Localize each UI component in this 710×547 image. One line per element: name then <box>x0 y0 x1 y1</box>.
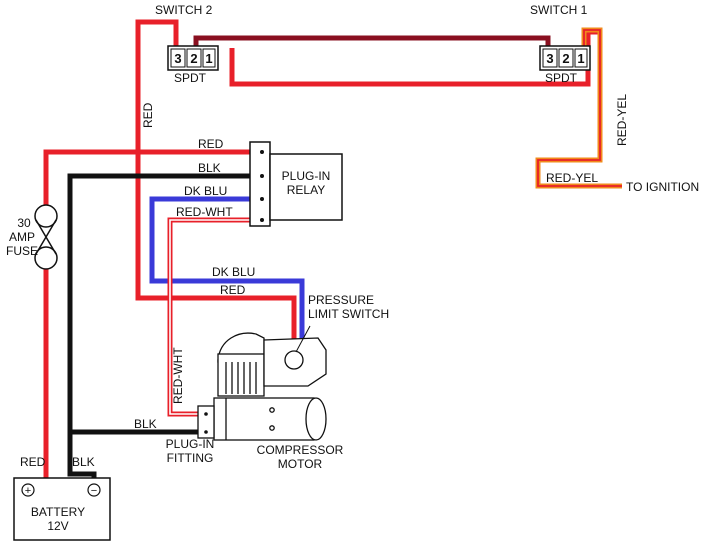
battery-minus-icon: − <box>91 485 97 497</box>
switch-2: 3 2 1 <box>167 45 219 71</box>
fuse-label-line1: 30 <box>17 216 31 230</box>
label-dkblu-compressor: DK BLU <box>212 265 255 279</box>
label-red-relay: RED <box>198 137 224 151</box>
label-red-compressor: RED <box>220 283 246 297</box>
battery-label-line2: 12V <box>47 519 68 533</box>
label-redwht-relay: RED-WHT <box>176 205 233 219</box>
wire-red-switch2-to-compressor <box>135 19 297 340</box>
label-red-switch2: RED <box>141 102 155 128</box>
fuse-label-line3: FUSE <box>6 244 38 258</box>
label-blk-relay: BLK <box>198 161 221 175</box>
switch-1: 3 2 1 <box>539 45 591 71</box>
pressure-switch-label-line1: PRESSURE <box>308 293 374 307</box>
plug-in-relay <box>249 141 343 227</box>
battery-plus-icon: + <box>25 485 31 497</box>
plug-in-fitting <box>197 405 215 439</box>
label-blk-battery: BLK <box>72 455 95 469</box>
wire-red-fuse-to-relay <box>43 149 252 205</box>
switch1-title: SWITCH 1 <box>530 3 588 17</box>
label-redyel-vertical: RED-YEL <box>615 94 629 146</box>
switch1-pin-2: 2 <box>562 51 569 66</box>
label-dkblu-relay: DK BLU <box>184 184 227 198</box>
switch1-type: SPDT <box>545 71 578 85</box>
pressure-switch-leader <box>295 325 311 353</box>
battery-label-line1: BATTERY <box>31 505 85 519</box>
switch1-pin-1: 1 <box>577 51 584 66</box>
switch2-type: SPDT <box>174 71 207 85</box>
switch2-pin-2: 2 <box>190 51 197 66</box>
compressor-motor <box>213 332 327 441</box>
fitting-label-line2: FITTING <box>167 451 214 465</box>
ignition-label: TO IGNITION <box>626 180 699 194</box>
switch2-title: SWITCH 2 <box>155 3 213 17</box>
wire-black-battery-to-relay <box>67 173 252 488</box>
label-redwht-vertical: RED-WHT <box>171 347 185 404</box>
switch2-pin-3: 3 <box>174 51 181 66</box>
switch2-pin-1: 1 <box>205 51 212 66</box>
label-blk-fitting: BLK <box>134 417 157 431</box>
pressure-switch-label-line2: LIMIT SWITCH <box>308 307 389 321</box>
wire-darkred-switch-link <box>193 35 551 48</box>
battery <box>13 477 111 541</box>
relay-label-line2: RELAY <box>287 183 325 197</box>
fitting-label-line1: PLUG-IN <box>166 437 215 451</box>
relay-label-line1: PLUG-IN <box>282 169 331 183</box>
switch1-pin-3: 3 <box>546 51 553 66</box>
label-red-battery: RED <box>20 455 46 469</box>
wire-blue-relay-to-pressure-switch <box>149 196 305 352</box>
compressor-label-line2: MOTOR <box>278 457 323 471</box>
fuse-label-line2: AMP <box>9 230 35 244</box>
compressor-label-line1: COMPRESSOR <box>257 443 344 457</box>
fuse-icon <box>34 204 58 270</box>
label-redyel-horizontal: RED-YEL <box>546 171 598 185</box>
